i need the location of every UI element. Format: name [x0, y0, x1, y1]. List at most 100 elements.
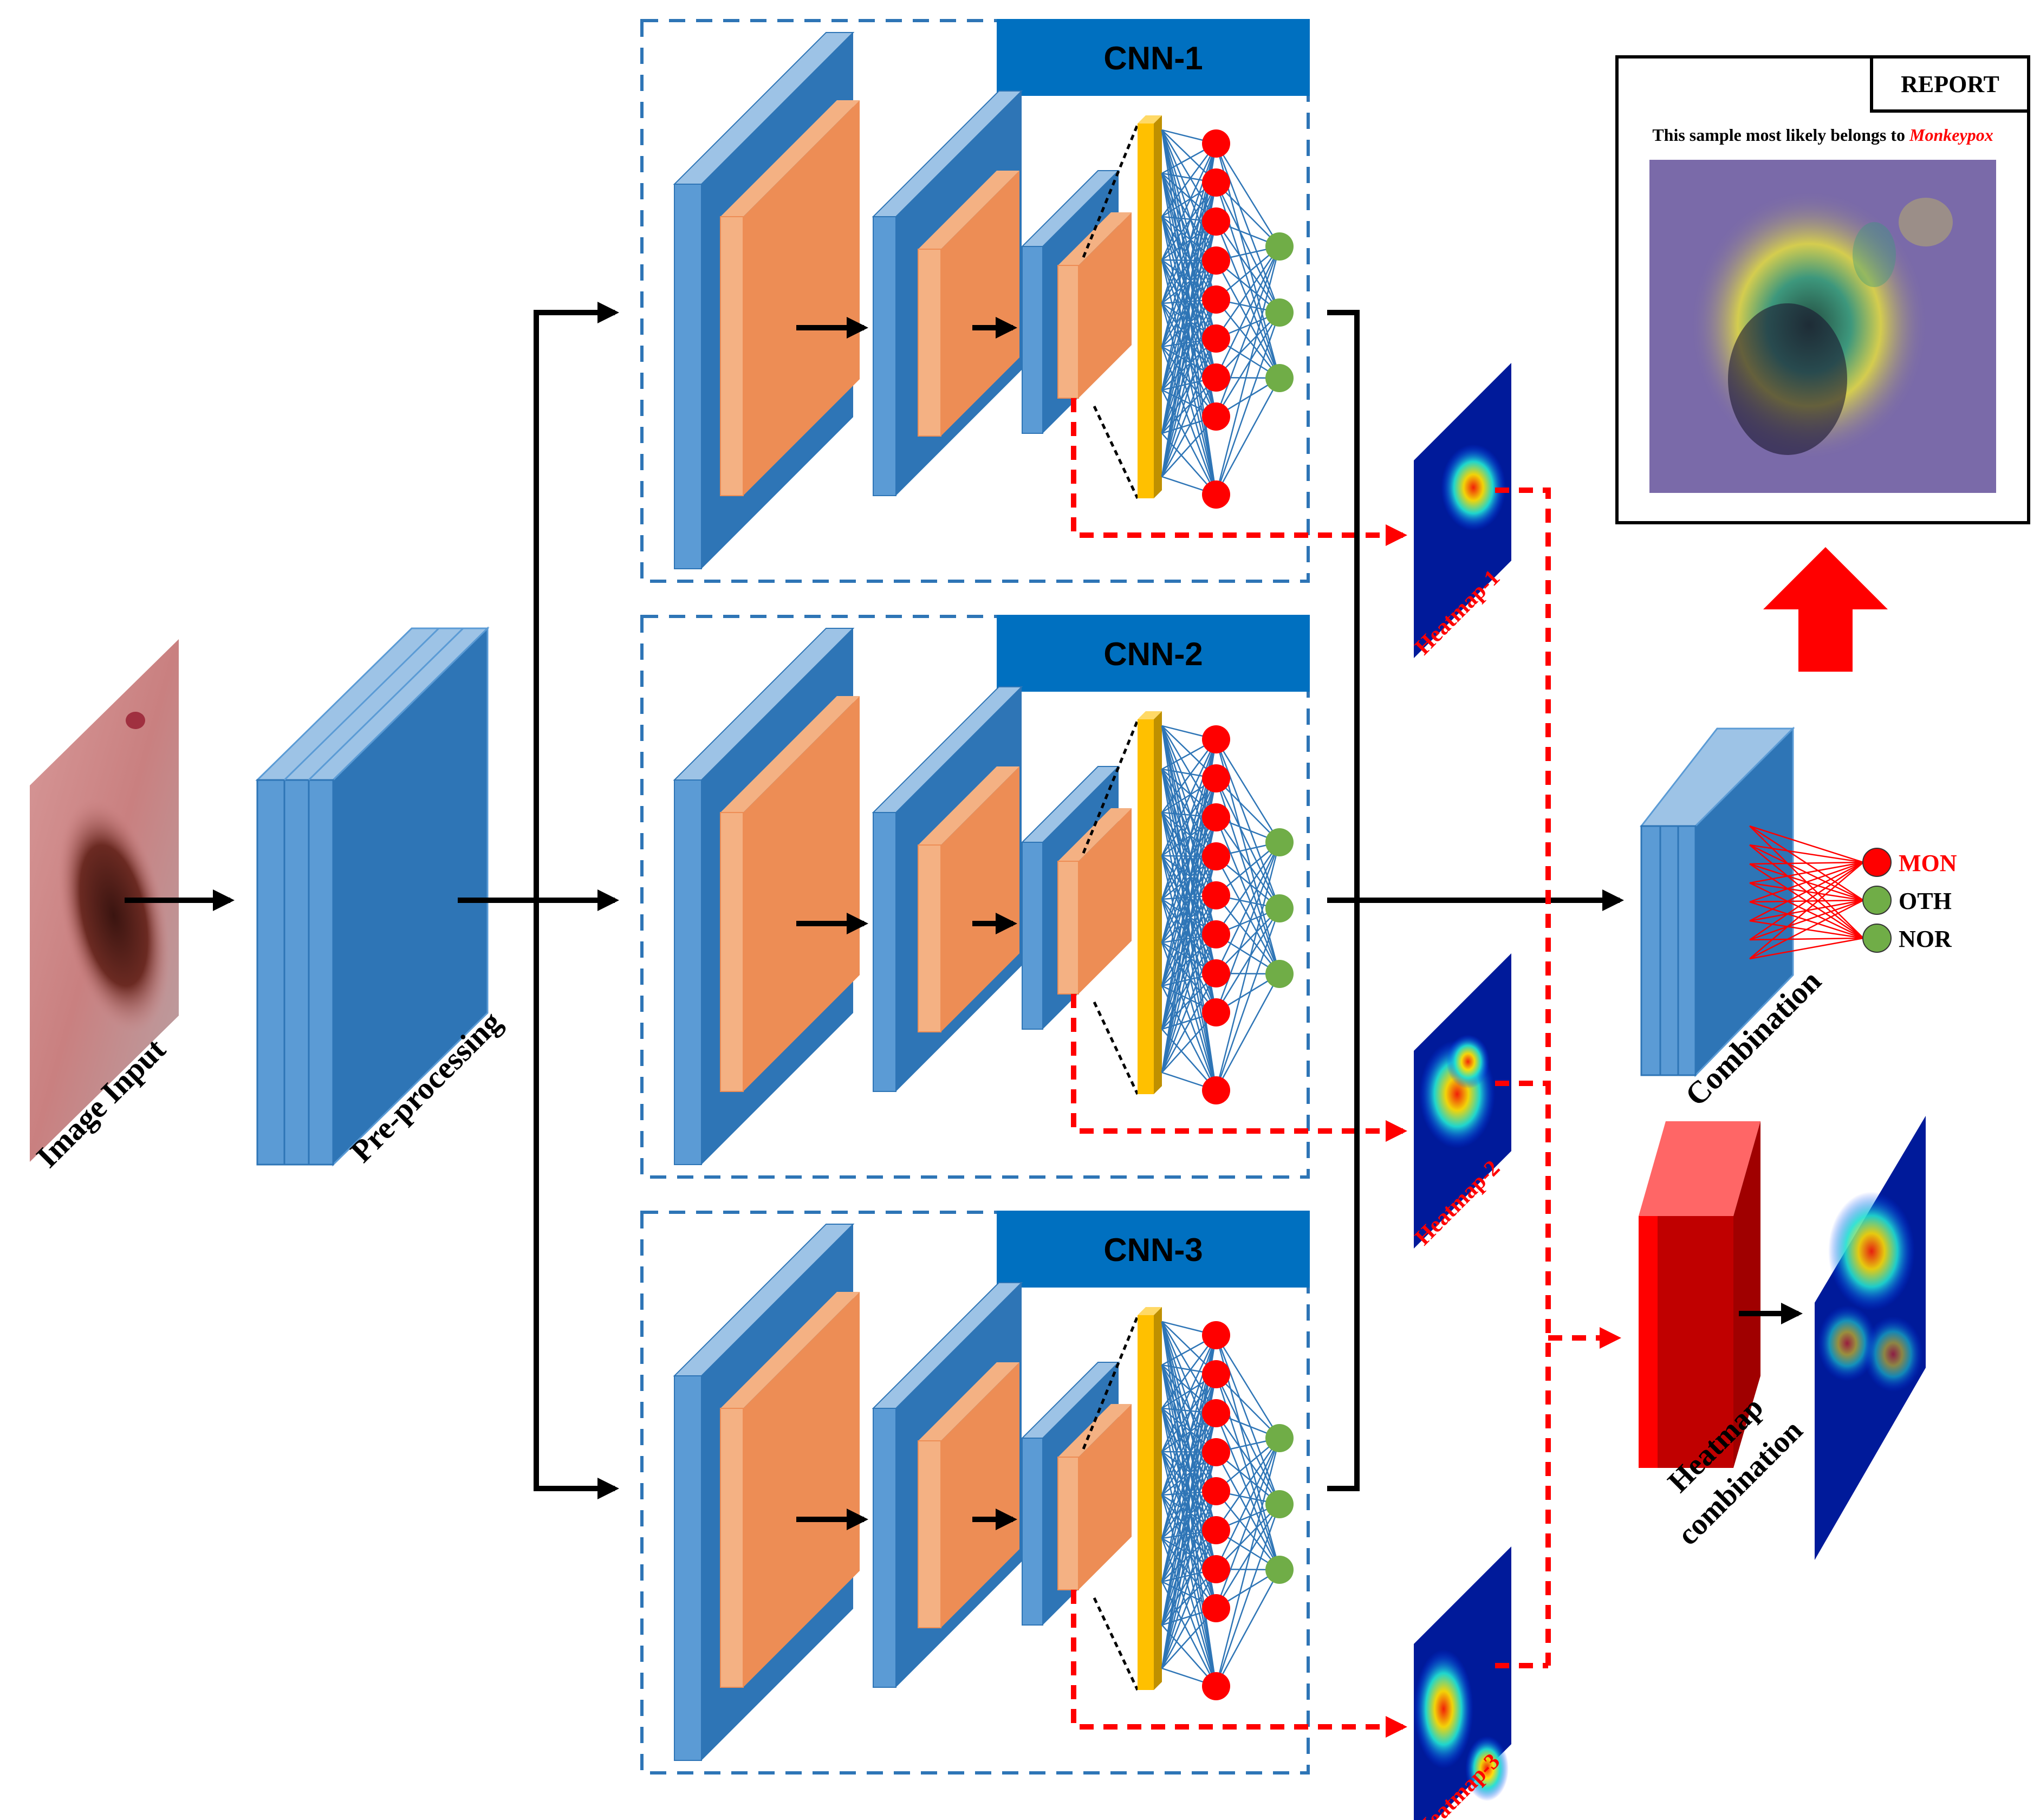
cnn-module-1: CNN-1 — [640, 19, 1407, 583]
fc-connection — [1161, 1408, 1217, 1570]
fc-connection — [1161, 143, 1217, 217]
heatmap-2: Heatmap-2 — [1411, 953, 1511, 1250]
fc-connection — [1161, 1321, 1217, 1414]
fc-connection — [1161, 1538, 1217, 1609]
fc-connection — [1161, 1335, 1217, 1409]
fc-connection — [1161, 303, 1217, 417]
fc-connection — [1161, 973, 1217, 1073]
feature-map-2-front — [918, 249, 941, 437]
fc-connection — [1161, 1581, 1217, 1687]
fc-connection — [1215, 312, 1281, 495]
fc-connection — [1161, 303, 1217, 495]
gradcam-arrow — [1071, 1590, 1407, 1738]
fc-connection — [1215, 842, 1281, 1013]
feature-map-3-side — [1079, 808, 1132, 994]
fc-connection — [1161, 1335, 1217, 1452]
fc-connection — [1161, 1364, 1217, 1687]
output-neuron — [1265, 364, 1294, 392]
feature-map-2-side — [941, 1362, 1019, 1628]
feature-map-2-side — [941, 171, 1019, 436]
fc-connection — [1161, 855, 1217, 1013]
fc-connection — [1161, 739, 1217, 856]
report-class: Monkeypox — [1909, 125, 1993, 145]
fc-connection — [1161, 855, 1217, 935]
feature-map-3-side — [1079, 1404, 1132, 1590]
fc-connection — [1161, 216, 1217, 378]
output-neuron — [1265, 828, 1294, 856]
feature-map-2-top — [918, 171, 1019, 249]
fc-connection — [1215, 1569, 1281, 1687]
heatmap-hotspot — [1414, 1649, 1473, 1769]
combination-connection — [1749, 861, 1864, 922]
fc-connection — [1161, 942, 1217, 1091]
hidden-neuron — [1202, 1516, 1230, 1544]
conv-layer-1-front — [674, 779, 702, 1165]
fc-connection — [1215, 221, 1281, 313]
fc-connection — [1161, 129, 1217, 261]
fc-connection — [1215, 739, 1281, 843]
cnn-header — [997, 1211, 1310, 1288]
fc-connection — [1215, 246, 1281, 339]
output-neuron — [1265, 894, 1294, 922]
hidden-neuron — [1202, 842, 1230, 870]
fc-connection — [1161, 143, 1217, 304]
input-lesion — [57, 798, 170, 1033]
fc-connection — [1216, 908, 1280, 974]
combination-connection — [1749, 861, 1864, 865]
fc-connection — [1161, 739, 1217, 900]
fc-connection — [1161, 725, 1217, 857]
projection-top — [1082, 124, 1139, 258]
fc-connection — [1161, 812, 1217, 935]
fc-connection — [1215, 973, 1281, 1091]
fc-connection — [1216, 1491, 1280, 1570]
fc-connection — [1215, 182, 1281, 313]
fc-connection — [1215, 1438, 1281, 1531]
feature-map-1-front — [720, 1408, 744, 1688]
combination-connection — [1749, 844, 1864, 863]
feature-map-3-front — [1057, 861, 1079, 994]
fc-connection — [1161, 725, 1217, 818]
conv-layer-3-front — [1022, 842, 1043, 1030]
output-node — [1862, 848, 1892, 877]
output-node — [1862, 924, 1892, 953]
fc-connection — [1161, 1451, 1217, 1609]
feature-map-3-front — [1057, 265, 1079, 399]
image-input: Image Input — [29, 639, 179, 1174]
heatmap-hotspot — [1465, 1736, 1509, 1801]
feature-map-1-front — [720, 812, 744, 1092]
hidden-neuron — [1202, 959, 1230, 987]
fc-connection — [1161, 934, 1217, 1073]
fc-connection — [1215, 1438, 1281, 1687]
feature-map-1-side — [743, 100, 860, 496]
report-title: REPORT — [1901, 71, 1999, 98]
hidden-neuron — [1202, 920, 1230, 948]
fc-connection — [1215, 1335, 1281, 1439]
hidden-neuron — [1202, 1321, 1230, 1349]
fc-connection — [1216, 1374, 1280, 1439]
fc-connection — [1161, 1494, 1217, 1570]
ellipsis-dot — [1214, 1044, 1218, 1048]
fc-connection — [1215, 378, 1281, 495]
combination-connection — [1749, 937, 1864, 960]
feature-map-2-top — [918, 1362, 1019, 1441]
hidden-neuron — [1202, 207, 1230, 236]
fc-connection — [1215, 143, 1281, 313]
cnn-module-3: CNN-3 — [640, 1211, 1407, 1774]
fc-connection — [1215, 246, 1281, 417]
fc-connection — [1215, 842, 1281, 974]
combination-connection — [1749, 937, 1864, 941]
hidden-neuron — [1202, 1672, 1230, 1700]
feature-map-1-top — [720, 1292, 860, 1408]
feature-map-1-side — [743, 1292, 860, 1687]
feature-map-3-top — [1058, 212, 1132, 265]
fc-connection — [1161, 173, 1217, 339]
feature-map-2-front — [918, 1440, 941, 1628]
fc-connection — [1161, 1451, 1217, 1531]
fc-connection — [1215, 1374, 1281, 1505]
hidden-neuron — [1202, 402, 1230, 431]
output-neuron — [1265, 298, 1294, 327]
fc-connection — [1161, 377, 1217, 477]
fc-connection — [1161, 173, 1217, 495]
fc-connection — [1161, 143, 1217, 261]
